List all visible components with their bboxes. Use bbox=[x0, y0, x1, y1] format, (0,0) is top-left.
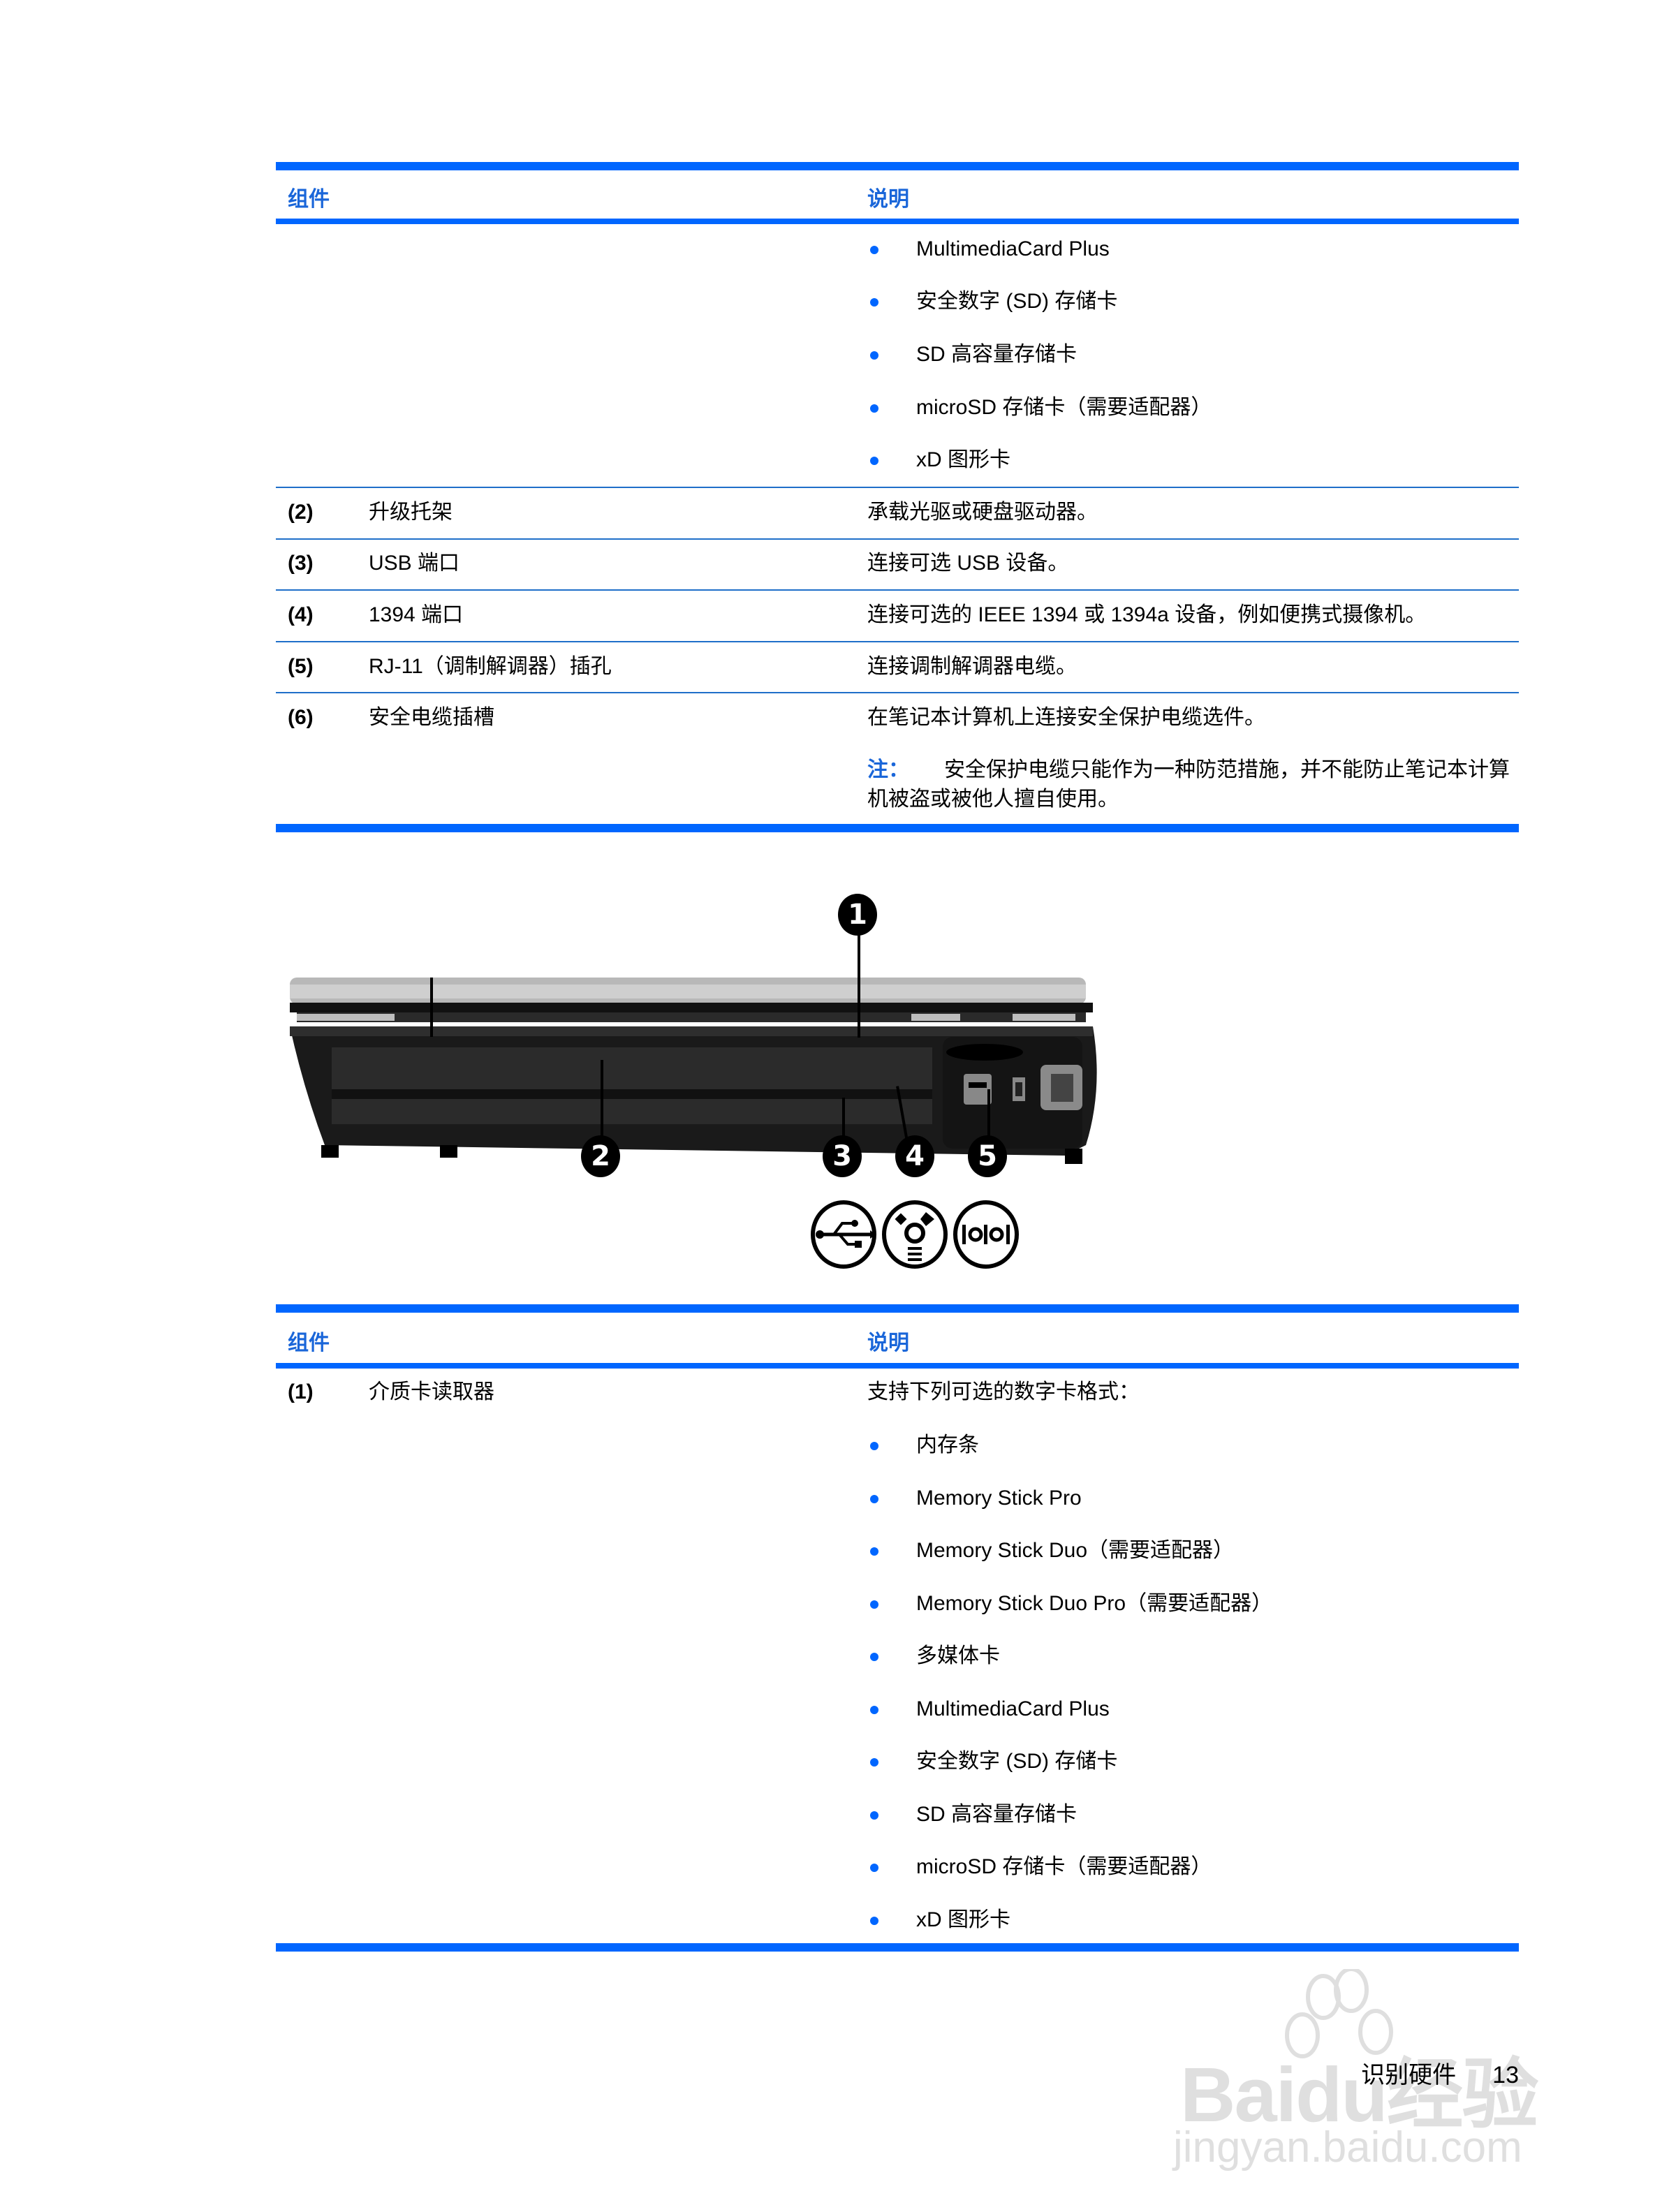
note-label: 注： bbox=[867, 758, 909, 781]
row-divider bbox=[276, 487, 1519, 488]
note-text: 安全保护电缆只能作为一种防范措施，并不能防止笔记本计算机被盗或被他人擅自使用。 bbox=[867, 758, 1510, 811]
header-component: 组件 bbox=[288, 1332, 330, 1355]
watermark-url: jingyan.baidu.com bbox=[1173, 2123, 1522, 2172]
bullet-icon bbox=[870, 1600, 878, 1609]
bullet-icon bbox=[870, 1442, 878, 1450]
bullet-icon bbox=[870, 1917, 878, 1925]
header-underline-bar bbox=[276, 219, 1519, 224]
leader-line-2 bbox=[601, 1060, 603, 1142]
firewire-1394-icon bbox=[882, 1200, 948, 1269]
vga-monitor-icon bbox=[953, 1200, 1019, 1269]
bullet-icon bbox=[870, 1864, 878, 1872]
row-number: (4) bbox=[288, 603, 314, 626]
row-number: (6) bbox=[288, 706, 314, 729]
bullet-icon bbox=[870, 298, 878, 307]
row-divider bbox=[276, 589, 1519, 591]
footer-section-title: 识别硬件 bbox=[1361, 2062, 1457, 2088]
row-component: RJ-11（调制解调器）插孔 bbox=[369, 655, 612, 678]
table-top-bar bbox=[276, 162, 1519, 170]
bullet-icon bbox=[870, 404, 878, 413]
row-description: 连接可选的 IEEE 1394 或 1394a 设备，例如便携式摄像机。 bbox=[867, 603, 1427, 626]
row-number: (5) bbox=[288, 655, 314, 678]
bullet-icon bbox=[870, 457, 878, 465]
bullet-icon bbox=[870, 351, 878, 360]
page-footer: 识别硬件 13 bbox=[1361, 2056, 1519, 2090]
baidu-paw-logo-icon bbox=[1285, 1967, 1393, 2058]
bullet-icon bbox=[870, 1706, 878, 1714]
watermark-brand: Baidu经验 bbox=[1180, 2052, 1539, 2138]
row-number: (2) bbox=[288, 501, 314, 524]
laptop-illustration bbox=[290, 978, 1097, 1164]
callout-1: 1 bbox=[838, 894, 877, 936]
row-component: 介质卡读取器 bbox=[369, 1380, 494, 1403]
note-block: 注：安全保护电缆只能作为一种防范措施，并不能防止笔记本计算机被盗或被他人擅自使用… bbox=[867, 755, 1517, 814]
header-underline-bar bbox=[276, 1363, 1519, 1369]
table-bottom-bar bbox=[276, 824, 1519, 832]
row-component: 升级托架 bbox=[369, 501, 453, 524]
callout-4: 4 bbox=[895, 1135, 934, 1177]
bullet-icon bbox=[870, 1495, 878, 1503]
row-description: 支持下列可选的数字卡格式： bbox=[867, 1380, 1140, 1403]
callout-2: 2 bbox=[581, 1135, 620, 1177]
row-description: 连接调制解调器电缆。 bbox=[867, 655, 1077, 678]
row-component: 安全电缆插槽 bbox=[369, 706, 494, 729]
header-description: 说明 bbox=[867, 1332, 909, 1355]
bullet-icon bbox=[870, 1547, 878, 1556]
bullet-icon bbox=[870, 1653, 878, 1661]
row-number: (1) bbox=[288, 1380, 314, 1403]
bullet-icon bbox=[870, 1758, 878, 1767]
row-number: (3) bbox=[288, 552, 314, 575]
header-component: 组件 bbox=[288, 188, 330, 211]
leader-line-5 bbox=[987, 1089, 990, 1142]
usb-icon bbox=[811, 1200, 876, 1269]
table-top-bar bbox=[276, 1304, 1519, 1313]
page-number: 13 bbox=[1492, 2062, 1519, 2088]
header-description: 说明 bbox=[867, 188, 909, 211]
row-component: USB 端口 bbox=[369, 552, 460, 575]
row-divider bbox=[276, 538, 1519, 540]
baidu-watermark: Baidu经验 jingyan.baidu.com bbox=[1166, 1967, 1557, 2178]
leader-line-3 bbox=[842, 1098, 845, 1142]
row-description: 在笔记本计算机上连接安全保护电缆选件。 bbox=[867, 706, 1265, 729]
row-description: 连接可选 USB 设备。 bbox=[867, 552, 1069, 575]
callout-3: 3 bbox=[823, 1135, 862, 1177]
row-component: 1394 端口 bbox=[369, 603, 464, 626]
leader-line-1 bbox=[858, 922, 860, 1038]
row-divider bbox=[276, 641, 1519, 642]
bullet-icon bbox=[870, 246, 878, 254]
table-bottom-bar bbox=[276, 1943, 1519, 1952]
bullet-icon bbox=[870, 1811, 878, 1820]
row-description: 承载光驱或硬盘驱动器。 bbox=[867, 501, 1098, 524]
callout-5: 5 bbox=[968, 1135, 1007, 1177]
row-divider bbox=[276, 692, 1519, 693]
